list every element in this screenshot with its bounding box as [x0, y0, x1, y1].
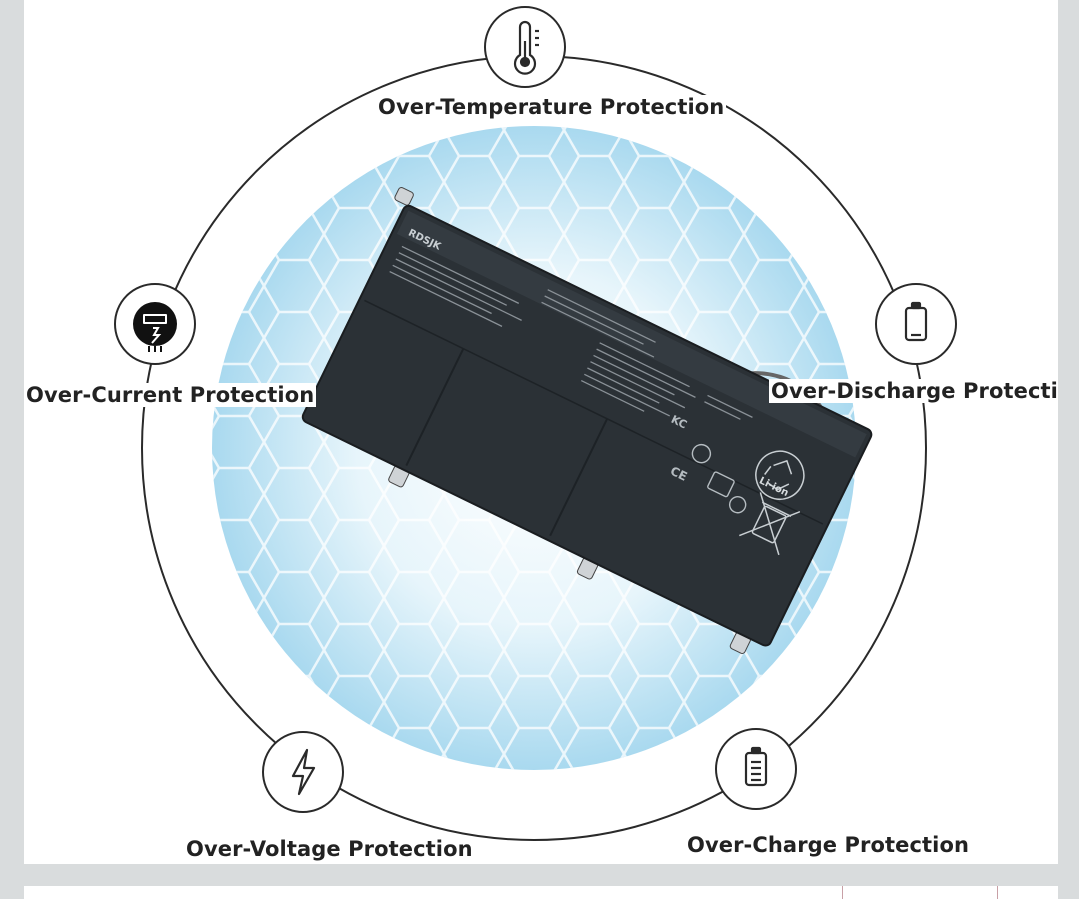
feature-panel: RDSJK CE KC Li-ion — [24, 0, 1058, 864]
ammeter-node — [114, 283, 196, 365]
lightning-node — [262, 731, 344, 813]
divider — [997, 886, 998, 899]
battery-empty-node — [875, 283, 957, 365]
battery-full-node — [715, 728, 797, 810]
ce-mark: CE — [668, 464, 689, 484]
over-discharge-label: Over-Discharge Protection — [769, 379, 1058, 403]
certification-mark-icon — [707, 471, 735, 498]
battery-full-icon — [744, 746, 768, 787]
thermometer-icon — [513, 20, 539, 75]
battery-label-print — [389, 245, 753, 420]
certification-mark-icon — [691, 443, 712, 464]
thermometer-node — [484, 6, 566, 88]
over-charge-label: Over-Charge Protection — [685, 833, 972, 857]
mounting-tab — [388, 187, 752, 654]
battery-pack: RDSJK CE KC Li-ion — [301, 187, 873, 654]
ammeter-icon — [133, 302, 177, 352]
over-current-label: Over-Current Protection — [24, 383, 317, 407]
kc-mark: KC — [669, 413, 689, 432]
lightning-bolt-icon — [291, 748, 316, 796]
divider — [842, 886, 843, 899]
over-temperature-label: Over-Temperature Protection — [376, 95, 727, 119]
crossed-bin-icon — [739, 492, 801, 556]
over-voltage-label: Over-Voltage Protection — [184, 837, 475, 861]
next-panel-strip — [24, 886, 1058, 899]
protection-diagram: RDSJK CE KC Li-ion — [114, 6, 957, 841]
certification-mark-icon — [728, 496, 747, 514]
battery-empty-icon — [904, 301, 928, 342]
